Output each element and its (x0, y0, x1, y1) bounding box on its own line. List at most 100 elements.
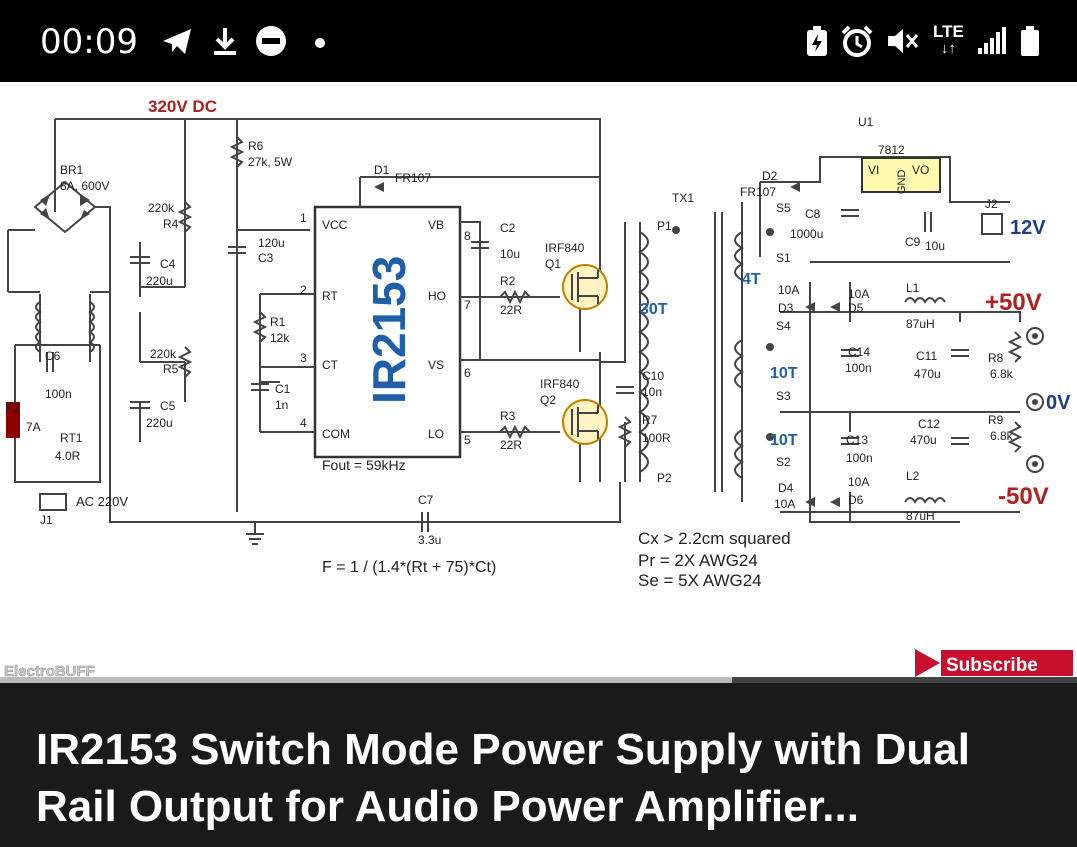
pin-ct: CT (322, 358, 339, 372)
pin-4: 4 (300, 416, 307, 430)
formula: F = 1 / (1.4*(Rt + 75)*Ct) (322, 559, 496, 576)
subscribe-button[interactable]: Subscribe (915, 648, 1075, 678)
battery-saver-icon (804, 24, 830, 66)
ic-name: IR2153 (363, 256, 415, 404)
telegram-icon (160, 24, 194, 66)
c8-value: 1000u (790, 227, 823, 241)
turns-10a: 10T (770, 365, 798, 382)
fuse-symbol (6, 402, 20, 438)
download-icon (208, 24, 242, 66)
r8-label: R8 (988, 351, 1004, 365)
j2-label: J2 (985, 197, 998, 211)
pin-com: COM (322, 427, 350, 441)
video-title[interactable]: IR2153 Switch Mode Power Supply with Dua… (36, 725, 970, 831)
d1-value: FR107 (395, 171, 431, 185)
d2-value: FR107 (740, 185, 776, 199)
c4-value: 220u (146, 274, 173, 288)
c13-label: C13 (846, 433, 868, 447)
c8-label: C8 (805, 207, 821, 221)
d4-current: 10A (774, 497, 795, 511)
ac-label: AC 220V (76, 494, 128, 509)
d3-label: D3 (778, 301, 794, 315)
tx1-p2: P2 (657, 471, 672, 485)
c11-label: C11 (916, 349, 937, 363)
s3-label: S3 (776, 389, 791, 403)
r1-label: R1 (270, 315, 286, 329)
r8-value: 6.8k (990, 367, 1014, 381)
s2-label: S2 (776, 455, 791, 469)
q1-label: Q1 (545, 257, 561, 271)
u1-label: U1 (858, 115, 874, 129)
r4-label: R4 (163, 217, 179, 231)
pin-3: 3 (300, 351, 307, 365)
alarm-icon (840, 24, 874, 66)
c9-label: C9 (905, 235, 921, 249)
s4-label: S4 (776, 319, 791, 333)
video-player[interactable]: 320V DC BR1 8A, 600V 220k R4 C4 220u 220… (0, 82, 1077, 683)
r3-label: R3 (500, 409, 516, 423)
br1-value: 8A, 600V (60, 179, 109, 193)
pin-lo: LO (428, 427, 444, 441)
pin-vi: VI (868, 163, 879, 177)
c2-label: C2 (500, 221, 516, 235)
c9-value: 10u (925, 239, 945, 253)
f1-label: F1 (5, 401, 19, 415)
output-12v: 12V (1010, 217, 1046, 239)
r9-value: 6.8k (990, 429, 1014, 443)
r9-label: R9 (988, 413, 1004, 427)
c12-value: 470u (910, 433, 937, 447)
status-bar: 00:09 LTE↓↑ (0, 0, 1077, 82)
note-secondary: Se = 5X AWG24 (638, 571, 762, 590)
r6-label: R6 (248, 139, 264, 153)
pin-6: 6 (464, 366, 471, 380)
r7-label: R7 (642, 413, 658, 427)
dot-icon (310, 24, 330, 66)
d6-label: D6 (848, 493, 864, 507)
br1-label: BR1 (60, 163, 84, 177)
d3-current: 10A (778, 283, 799, 297)
video-progress-bar[interactable] (0, 677, 1077, 683)
d2-label: D2 (762, 169, 778, 183)
pin-ho: HO (428, 289, 446, 303)
rail-label: 320V DC (148, 97, 217, 116)
l2-label: L2 (906, 469, 920, 483)
pin-5: 5 (464, 433, 471, 447)
c12-label: C12 (918, 417, 940, 431)
c6-value: 100n (45, 387, 72, 401)
d1-label: D1 (374, 163, 390, 177)
note-primary: Pr = 2X AWG24 (638, 551, 758, 570)
u1-value: 7812 (878, 143, 905, 157)
r3-value: 22R (500, 438, 522, 452)
r5-value: 220k (150, 347, 177, 361)
r1-value: 12k (270, 331, 290, 345)
video-title-panel: IR2153 Switch Mode Power Supply with Dua… (0, 683, 1077, 847)
c2-value: 10u (500, 247, 520, 261)
c7-label: C7 (418, 493, 434, 507)
pin-1: 1 (300, 211, 307, 225)
pin-vs: VS (428, 358, 444, 372)
turns-primary: 30T (640, 301, 668, 318)
r7-value: 100R (642, 431, 671, 445)
c3-value: 120u (258, 236, 285, 250)
r4-value: 220k (148, 201, 175, 215)
rt1-value: 4.0R (55, 449, 81, 463)
d5-label: D5 (848, 301, 864, 315)
battery-icon (1018, 24, 1042, 66)
l2-value: 87uH (906, 509, 935, 523)
dnd-icon (254, 24, 288, 66)
c7-value: 3.3u (418, 533, 441, 547)
output-plus50v: +50V (985, 289, 1042, 316)
s5-label: S5 (776, 201, 791, 215)
l1-label: L1 (906, 281, 920, 295)
c14-value: 100n (845, 361, 872, 375)
c14-label: C14 (848, 345, 870, 359)
c4-label: C4 (160, 257, 176, 271)
f1-value: 7A (26, 420, 41, 434)
pin-7: 7 (464, 298, 471, 312)
r6-value: 27k, 5W (248, 155, 293, 169)
d5-current: 10A (848, 287, 869, 301)
d6-current: 10A (848, 475, 869, 489)
watermark: ElectroBUFF (4, 663, 95, 680)
rt1-label: RT1 (60, 431, 83, 445)
pin-2: 2 (300, 283, 307, 297)
